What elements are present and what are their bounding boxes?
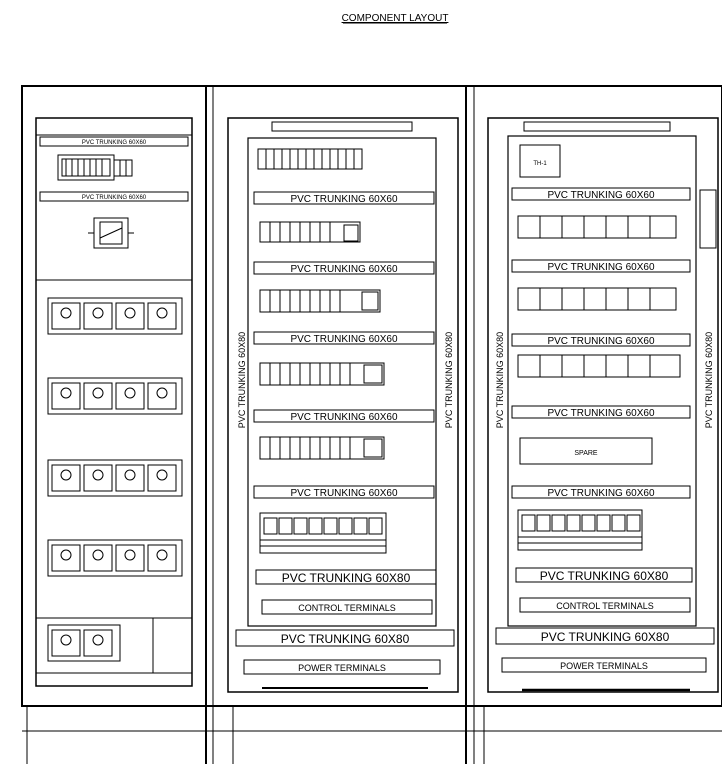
panel1-mcb-row-1 xyxy=(47,297,183,335)
svg-text:POWER TERMINALS: POWER TERMINALS xyxy=(298,663,386,673)
panel3-vertical-trunking-left: PVC TRUNKING 60X80 xyxy=(495,332,505,428)
cabinet-frames xyxy=(21,85,722,764)
panel2-trunking-6: PVC TRUNKING 60X80 xyxy=(255,569,437,585)
svg-text:POWER TERMINALS: POWER TERMINALS xyxy=(560,661,648,671)
panel2-trunking-3: PVC TRUNKING 60X60 xyxy=(253,331,435,345)
panel3-relay-bank xyxy=(517,509,643,551)
panel3-trunking-7: PVC TRUNKING 60X80 xyxy=(495,627,715,645)
panel2-trunking-5: PVC TRUNKING 60X60 xyxy=(253,485,435,499)
panel3-spare-slot: SPARE xyxy=(519,437,653,465)
svg-text:SPARE: SPARE xyxy=(574,450,598,457)
panel3-trunking-4: PVC TRUNKING 60X60 xyxy=(511,405,691,419)
svg-text:PVC TRUNKING 60X60: PVC TRUNKING 60X60 xyxy=(547,190,655,201)
svg-text:CONTROL TERMINALS: CONTROL TERMINALS xyxy=(298,603,396,613)
panel3-terminal-rail-2 xyxy=(517,287,677,311)
panel3-control-terminals: CONTROL TERMINALS xyxy=(519,597,691,613)
panel3-power-terminals: POWER TERMINALS xyxy=(501,657,707,673)
drawing-title: COMPONENT LAYOUT xyxy=(342,13,449,24)
panel2-terminal-rail-5 xyxy=(259,436,385,460)
panel1-top-terminal-block xyxy=(57,154,133,181)
svg-text:TH-1: TH-1 xyxy=(533,161,547,167)
svg-text:PVC TRUNKING 60X60: PVC TRUNKING 60X60 xyxy=(290,264,398,275)
panel3-trunking-2: PVC TRUNKING 60X60 xyxy=(511,259,691,273)
panel2-control-terminals: CONTROL TERMINALS xyxy=(261,599,433,615)
svg-text:PVC TRUNKING 60X80: PVC TRUNKING 60X80 xyxy=(282,571,411,585)
panel2-relay-bank xyxy=(259,512,387,554)
panel1-mcb-row-5 xyxy=(35,617,193,674)
svg-text:PVC TRUNKING 60X80: PVC TRUNKING 60X80 xyxy=(540,569,669,583)
panel1-trunking-top: PVC TRUNKING 60X60 xyxy=(82,140,147,146)
panel2-trunking-1: PVC TRUNKING 60X60 xyxy=(253,191,435,205)
panel3-terminal-rail-3 xyxy=(517,354,681,378)
svg-text:PVC TRUNKING 60X60: PVC TRUNKING 60X60 xyxy=(547,408,655,419)
svg-text:PVC TRUNKING 60X60: PVC TRUNKING 60X60 xyxy=(290,412,398,423)
svg-text:PVC TRUNKING 60X60: PVC TRUNKING 60X60 xyxy=(290,488,398,499)
panel3-trunking-3: PVC TRUNKING 60X60 xyxy=(511,333,691,347)
panel3-trunking-5: PVC TRUNKING 60X60 xyxy=(511,485,691,499)
svg-text:PVC TRUNKING 60X60: PVC TRUNKING 60X60 xyxy=(547,262,655,273)
panel2-terminal-rail-4 xyxy=(259,362,385,386)
panel2-trunking-4: PVC TRUNKING 60X60 xyxy=(253,409,435,423)
panel1-mcb-row-3 xyxy=(47,459,183,497)
panel-2: PVC TRUNKING 60X60 PVC TRUNKING 60X60 xyxy=(227,117,459,693)
panel2-trunking-7: PVC TRUNKING 60X80 xyxy=(235,629,455,647)
panel2-power-terminals: POWER TERMINALS xyxy=(243,659,441,675)
panel2-terminal-rail-2 xyxy=(259,221,361,243)
panel3-terminal-rail-1 xyxy=(517,215,677,239)
panel3-trunking-1: PVC TRUNKING 60X60 xyxy=(511,187,691,201)
svg-text:PVC TRUNKING 60X60: PVC TRUNKING 60X60 xyxy=(290,194,398,205)
panel2-terminal-rail-3 xyxy=(259,289,381,313)
panel2-vertical-trunking-right: PVC TRUNKING 60X80 xyxy=(444,332,454,428)
panel2-terminal-rail-1 xyxy=(257,148,363,170)
svg-text:CONTROL TERMINALS: CONTROL TERMINALS xyxy=(556,601,654,611)
panel1-mcb-row-2 xyxy=(47,377,183,415)
panel3-vertical-trunking-right: PVC TRUNKING 60X80 xyxy=(704,332,714,428)
panel1-trunking-2: PVC TRUNKING 60X60 xyxy=(82,195,147,201)
panel2-trunking-2: PVC TRUNKING 60X60 xyxy=(253,261,435,275)
svg-text:PVC TRUNKING 60X80: PVC TRUNKING 60X80 xyxy=(541,630,670,644)
svg-text:PVC TRUNKING 60X60: PVC TRUNKING 60X60 xyxy=(547,336,655,347)
panel-3: TH-1 PVC TRUNKING 60X60 PVC TRUNKING 60X… xyxy=(487,117,719,693)
svg-text:PVC TRUNKING 60X60: PVC TRUNKING 60X60 xyxy=(290,334,398,345)
panel3-trunking-6: PVC TRUNKING 60X80 xyxy=(515,567,693,583)
panel3-th1-device: TH-1 xyxy=(519,144,561,178)
panel1-transformer xyxy=(88,217,134,249)
panel1-mcb-row-4 xyxy=(47,539,183,577)
panel-1: PVC TRUNKING 60X60 PVC TRUNKING 60X60 xyxy=(35,117,193,687)
svg-text:PVC TRUNKING 60X80: PVC TRUNKING 60X80 xyxy=(281,632,410,646)
svg-text:PVC TRUNKING 60X60: PVC TRUNKING 60X60 xyxy=(547,488,655,499)
panel2-vertical-trunking-left: PVC TRUNKING 60X80 xyxy=(237,332,247,428)
